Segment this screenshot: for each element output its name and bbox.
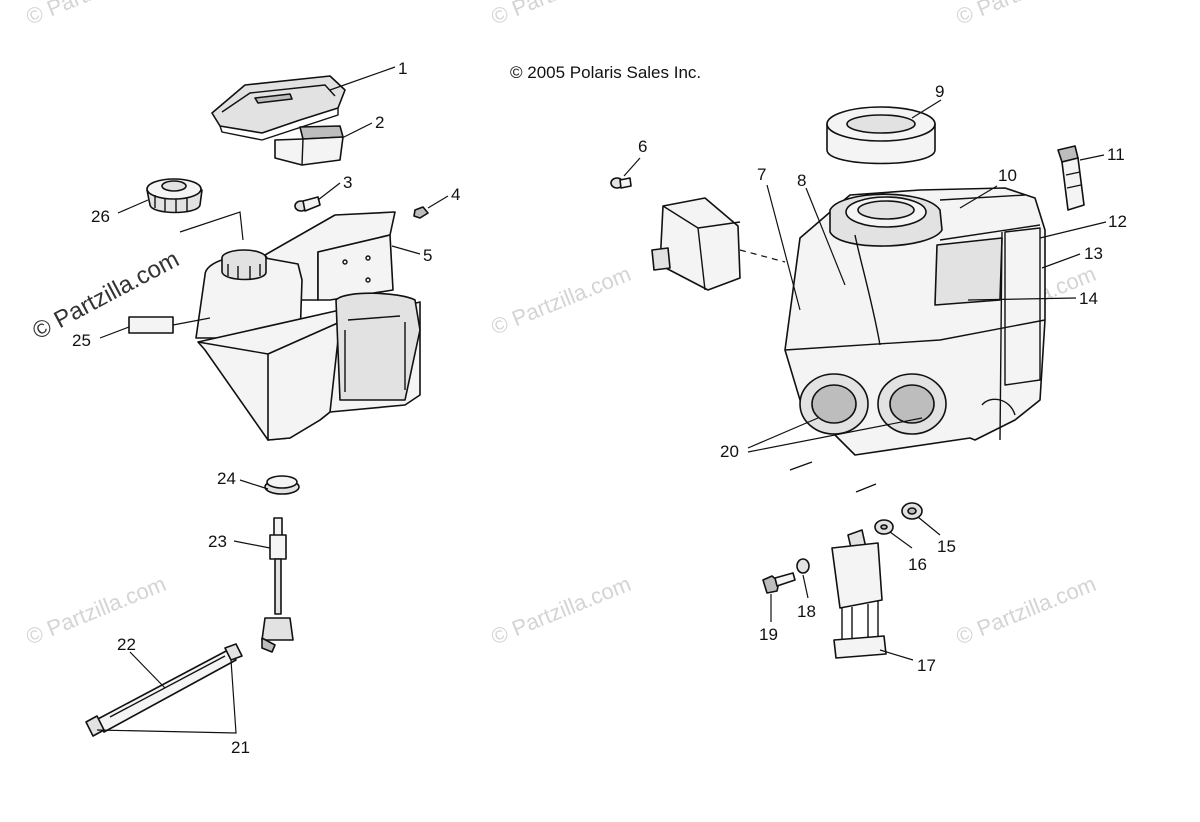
watermark-top-left: © Partzilla.com [23, 0, 170, 30]
callout-22: 22 [117, 635, 136, 654]
watermark-low-center: © Partzilla.com [488, 571, 635, 650]
callout-9: 9 [935, 82, 944, 101]
callout-15: 15 [937, 537, 956, 556]
part-17-bracket [831, 529, 887, 659]
part-6-screw [610, 177, 632, 189]
part-11-clip [1057, 145, 1085, 211]
part-15-bushing [901, 502, 923, 520]
callout-7: 7 [757, 165, 766, 184]
watermark-low-left: © Partzilla.com [23, 571, 170, 650]
callout-11: 11 [1107, 145, 1125, 164]
watermark-top-right: © Partzilla.com [953, 0, 1100, 30]
part-21-clamps [85, 643, 243, 737]
callout-2: 2 [375, 113, 384, 132]
callout-19: 19 [759, 625, 778, 644]
part-3-bolt [294, 196, 321, 212]
part-22-hose [95, 649, 237, 733]
callout-4: 4 [451, 185, 460, 204]
callout-10: 10 [998, 166, 1017, 185]
watermark-low-right: © Partzilla.com [953, 571, 1100, 650]
callout-5: 5 [423, 246, 432, 265]
callout-6: 6 [638, 137, 647, 156]
airbox [784, 187, 1046, 456]
part-20-screws [789, 461, 877, 493]
part-24-grommet [264, 475, 300, 495]
part-1-cover [211, 75, 346, 141]
callout-26: 26 [91, 207, 110, 226]
part-9-ring [826, 106, 936, 165]
part-23-sensor [261, 517, 294, 653]
callout-12: 12 [1108, 212, 1127, 231]
part-4-nut [413, 206, 429, 219]
callout-20: 20 [720, 442, 739, 461]
watermark-mid-center: © Partzilla.com [488, 261, 635, 340]
part-18-washer [796, 558, 810, 574]
cdi-module [651, 197, 786, 291]
part-26-cap [146, 178, 203, 214]
part-2-block [274, 125, 344, 166]
callout-21: 21 [231, 738, 250, 757]
callout-1: 1 [398, 59, 407, 78]
callout-8: 8 [797, 171, 806, 190]
callout-25: 25 [72, 331, 91, 350]
callout-24: 24 [217, 469, 236, 488]
part-25-label [128, 316, 174, 334]
callout-13: 13 [1084, 244, 1103, 263]
callout-labels: 1 2 3 4 5 6 7 8 9 10 11 12 13 14 15 16 1… [72, 59, 1127, 757]
part-16-washer [874, 519, 894, 535]
part-19-bolt [762, 572, 796, 594]
callout-17: 17 [917, 656, 936, 675]
copyright-notice: © 2005 Polaris Sales Inc. [510, 63, 701, 82]
callout-16: 16 [908, 555, 927, 574]
callout-3: 3 [343, 173, 352, 192]
leader-lines [96, 66, 1107, 734]
oil-tank [195, 249, 421, 441]
callout-18: 18 [797, 602, 816, 621]
callout-23: 23 [208, 532, 227, 551]
callout-14: 14 [1079, 289, 1098, 308]
watermark-top-center: © Partzilla.com [488, 0, 635, 30]
